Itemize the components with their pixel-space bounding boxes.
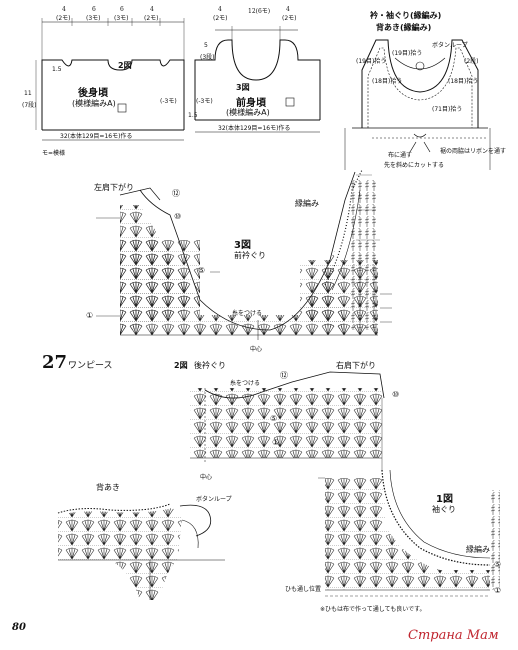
fig1-name: 袖ぐり	[432, 505, 456, 514]
front-top-cm-1: (2モ)	[213, 15, 228, 22]
back-opening-label: 背あき	[96, 483, 120, 492]
button-loop-label: ボタンループ	[196, 496, 232, 503]
fig3-right-label: 縁編み	[295, 199, 319, 208]
back-top-dim-1: 4	[62, 6, 66, 13]
pattern-number: 27	[42, 352, 68, 373]
fig2-row-10: ⑩	[392, 390, 400, 399]
front-body-label: 前身頃	[236, 98, 266, 109]
fig1-ribbon-label: ひも通し位置	[285, 586, 322, 593]
fig1-row-1: ①	[494, 586, 502, 595]
fig3-ref: 3図	[234, 240, 251, 251]
back-top-dim-4: 4	[150, 6, 154, 13]
back-side-dim-2: 11	[24, 90, 32, 97]
fig3-attach-label: 糸をつける	[232, 310, 263, 317]
back-top-cm-2: (3モ)	[86, 15, 101, 22]
back-bottom-dim: 32(本体129目=16モ)作る	[60, 133, 133, 140]
fig3-name: 前衿ぐり	[234, 251, 266, 260]
back-top-cm-1: (2モ)	[56, 15, 71, 22]
fig2-row-5: ⑤	[270, 414, 278, 423]
back-right-dim: (-3モ)	[160, 98, 177, 105]
front-bottom-dim: 32(本体129目=16モ)作る	[218, 125, 291, 132]
fig2-center-label: 中心	[200, 474, 213, 481]
back-side-dim-3: (7段)	[22, 102, 37, 109]
page-number: 80	[12, 622, 26, 633]
back-top-dim-2: 6	[92, 6, 96, 13]
armhole-chart	[318, 469, 500, 597]
back-pattern-label: (模様編みA)	[72, 99, 116, 108]
back-top-cm-4: (2モ)	[144, 15, 159, 22]
pattern-title: ワンピース	[68, 361, 113, 371]
front-top-cm-2: (2モ)	[282, 15, 297, 22]
fig3-row-1: ①	[86, 311, 94, 320]
fig2-name: 後衿ぐり	[194, 361, 226, 370]
stitch-legend: モ=模様	[42, 150, 66, 157]
front-top-dim-3: 4	[286, 6, 290, 13]
front-side-dim-1: 5	[204, 42, 208, 49]
neckline-detail-diagram	[344, 39, 491, 170]
back-side-dim-1: 1.5	[52, 66, 62, 73]
detail-title-2: 背あき(縁編み)	[376, 23, 432, 32]
detail-label-5: (18目)拾う	[448, 78, 479, 85]
front-left-dim: (-3モ)	[196, 98, 213, 105]
fig3-center-label: 中心	[250, 346, 263, 353]
detail-label-2: (2段)	[464, 58, 479, 65]
front-top-dim-1: 4	[218, 6, 222, 13]
fig3-row-12: ⑫	[172, 189, 180, 198]
detail-label-4: (18目)拾う	[372, 78, 403, 85]
detail-title-1: 衿・袖ぐり(縁編み)	[370, 11, 442, 20]
back-top-cm-3: (3モ)	[114, 15, 129, 22]
back-top-dim-3: 6	[120, 6, 124, 13]
front-neckline-chart	[96, 169, 392, 340]
fig3-row-5: ⑤	[198, 266, 206, 275]
fig1-ref: 1図	[436, 494, 453, 505]
front-top-dim-2: 12(6モ)	[248, 8, 271, 15]
fig3-row-10: ⑩	[174, 212, 182, 221]
detail-label-1: (19目)拾う	[392, 50, 423, 57]
back-neckline-chart	[190, 371, 385, 470]
detail-label-9: 裾の両脇はリボンを通す	[440, 148, 507, 155]
fig2-row-1: ①	[272, 438, 280, 447]
back-body-schematic	[35, 18, 185, 141]
fig2-ref: 2図	[174, 361, 188, 370]
detail-label-7: 布に通す	[388, 152, 413, 159]
front-fig-ref: 3図	[236, 83, 250, 92]
back-fig-ref: 2図	[118, 61, 132, 70]
fig1-note: ※ひもは布で作って通しても良いです。	[320, 606, 426, 613]
fig2-right-label: 右肩下がり	[336, 361, 376, 370]
detail-label-button-loop: ボタンループ	[432, 42, 468, 49]
back-body-label: 後身頃	[78, 88, 108, 99]
front-pattern-label: (模様編みA)	[226, 108, 270, 117]
front-side-dim-3: 1.5	[188, 112, 198, 119]
front-side-dim-2: (3段)	[200, 54, 215, 61]
fig1-border-label: 縁編み	[466, 545, 490, 554]
back-opening-chart	[57, 503, 225, 600]
fig2-row-12: ⑫	[280, 371, 288, 380]
detail-label-8: 先を斜めにカットする	[384, 162, 445, 169]
site-watermark: Страна Мам	[408, 628, 499, 643]
fig3-left-label: 左肩下がり	[94, 183, 134, 192]
fig2-attach-label: 糸をつける	[230, 380, 261, 387]
detail-label-3: (71目)拾う	[432, 106, 463, 113]
fig1-row-5: ⑤	[494, 560, 502, 569]
detail-label-6: (19目)拾う	[356, 58, 387, 65]
front-body-schematic	[194, 26, 321, 133]
